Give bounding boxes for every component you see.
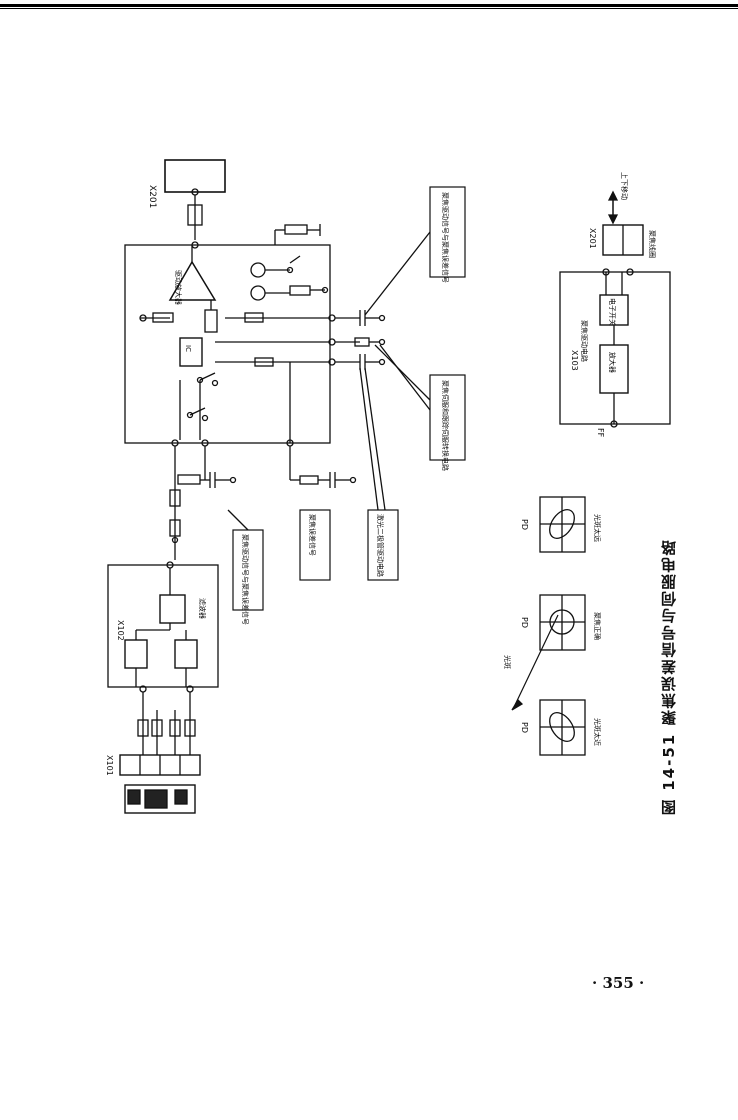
note-3-text: 激光二极管驱动电路 bbox=[376, 514, 385, 577]
note-5-text: 聚焦驱动信号与聚焦误差信号 bbox=[241, 534, 250, 625]
focus-coil-label: 聚焦线圈 bbox=[648, 230, 657, 258]
right-connections bbox=[328, 310, 386, 370]
electronic-switch-label: 电子开关 bbox=[608, 298, 617, 326]
note-box-5: 聚焦驱动信号与聚焦误差信号 bbox=[227, 509, 264, 625]
up-down-label: 上下移动 bbox=[620, 172, 629, 200]
x102-resistors bbox=[137, 692, 196, 755]
pd-panel-mid: PD 聚焦正确 bbox=[520, 594, 602, 651]
x103-block: X103 聚焦驱动电路 放大器 电子开关 FF bbox=[559, 268, 671, 438]
page-number: · 355 · bbox=[592, 974, 645, 992]
note-box-3: 激光二极管驱动电路 bbox=[359, 367, 399, 581]
x102-label: X102 bbox=[116, 620, 125, 641]
focus-servo-block: 驱动放大器 IC bbox=[124, 224, 331, 447]
pd-right-title: PD bbox=[520, 519, 529, 530]
note-box-4: 聚焦误差信号 bbox=[299, 509, 331, 581]
ff-label: FF bbox=[596, 428, 605, 438]
pd-arrow: 光斑 bbox=[503, 614, 559, 711]
x101-block: X101 bbox=[105, 754, 201, 814]
filter-label: 滤波器 bbox=[198, 598, 207, 619]
ic-block-label: IC bbox=[184, 345, 192, 352]
focus-coil: X201 聚焦线圈 上下移动 bbox=[588, 172, 657, 258]
pd-left-caption: 光斑太近 bbox=[593, 718, 602, 746]
drive-amp-label: 驱动放大器 bbox=[174, 270, 183, 305]
pd-left-title: PD bbox=[520, 722, 529, 733]
pd-mid-title: PD bbox=[520, 617, 529, 628]
note-4-text: 聚焦误差信号 bbox=[308, 514, 317, 556]
pd-panel-right: PD 光斑太远 bbox=[520, 496, 602, 553]
x102-block: 滤波器 X102 bbox=[107, 561, 219, 693]
x103-label: X103 bbox=[570, 350, 579, 371]
x201-coil-label: X201 bbox=[588, 228, 597, 249]
note-box-1: 聚焦驱动信号与聚焦误差信号 bbox=[364, 186, 466, 316]
pd-right-caption: 光斑太远 bbox=[593, 514, 602, 542]
page-top-rule bbox=[0, 4, 738, 7]
lower-chain bbox=[169, 446, 357, 560]
pd-mid-caption: 聚焦正确 bbox=[593, 612, 602, 640]
pd-arrow-label: 光斑 bbox=[503, 655, 512, 669]
note-1-text: 聚焦驱动信号与聚焦误差信号 bbox=[441, 192, 450, 283]
x201-box: X201 bbox=[147, 159, 226, 208]
amp-block-label: 放大器 bbox=[608, 352, 617, 373]
page-top-rule-thin bbox=[0, 8, 738, 9]
note-2-text: 聚焦伺服和跟踪伺服转换电路 bbox=[441, 380, 450, 471]
focus-drive-label: 聚焦驱动电路 bbox=[580, 320, 589, 362]
pd-panel-left: PD 光斑太近 bbox=[520, 699, 602, 756]
figure-caption: 图 14-51 聚焦误差信号与伺服电路 bbox=[660, 538, 678, 815]
x101-label: X101 bbox=[105, 755, 114, 776]
note-box-2: 聚焦伺服和跟踪伺服转换电路 bbox=[374, 344, 466, 471]
x201-label: X201 bbox=[147, 185, 157, 208]
